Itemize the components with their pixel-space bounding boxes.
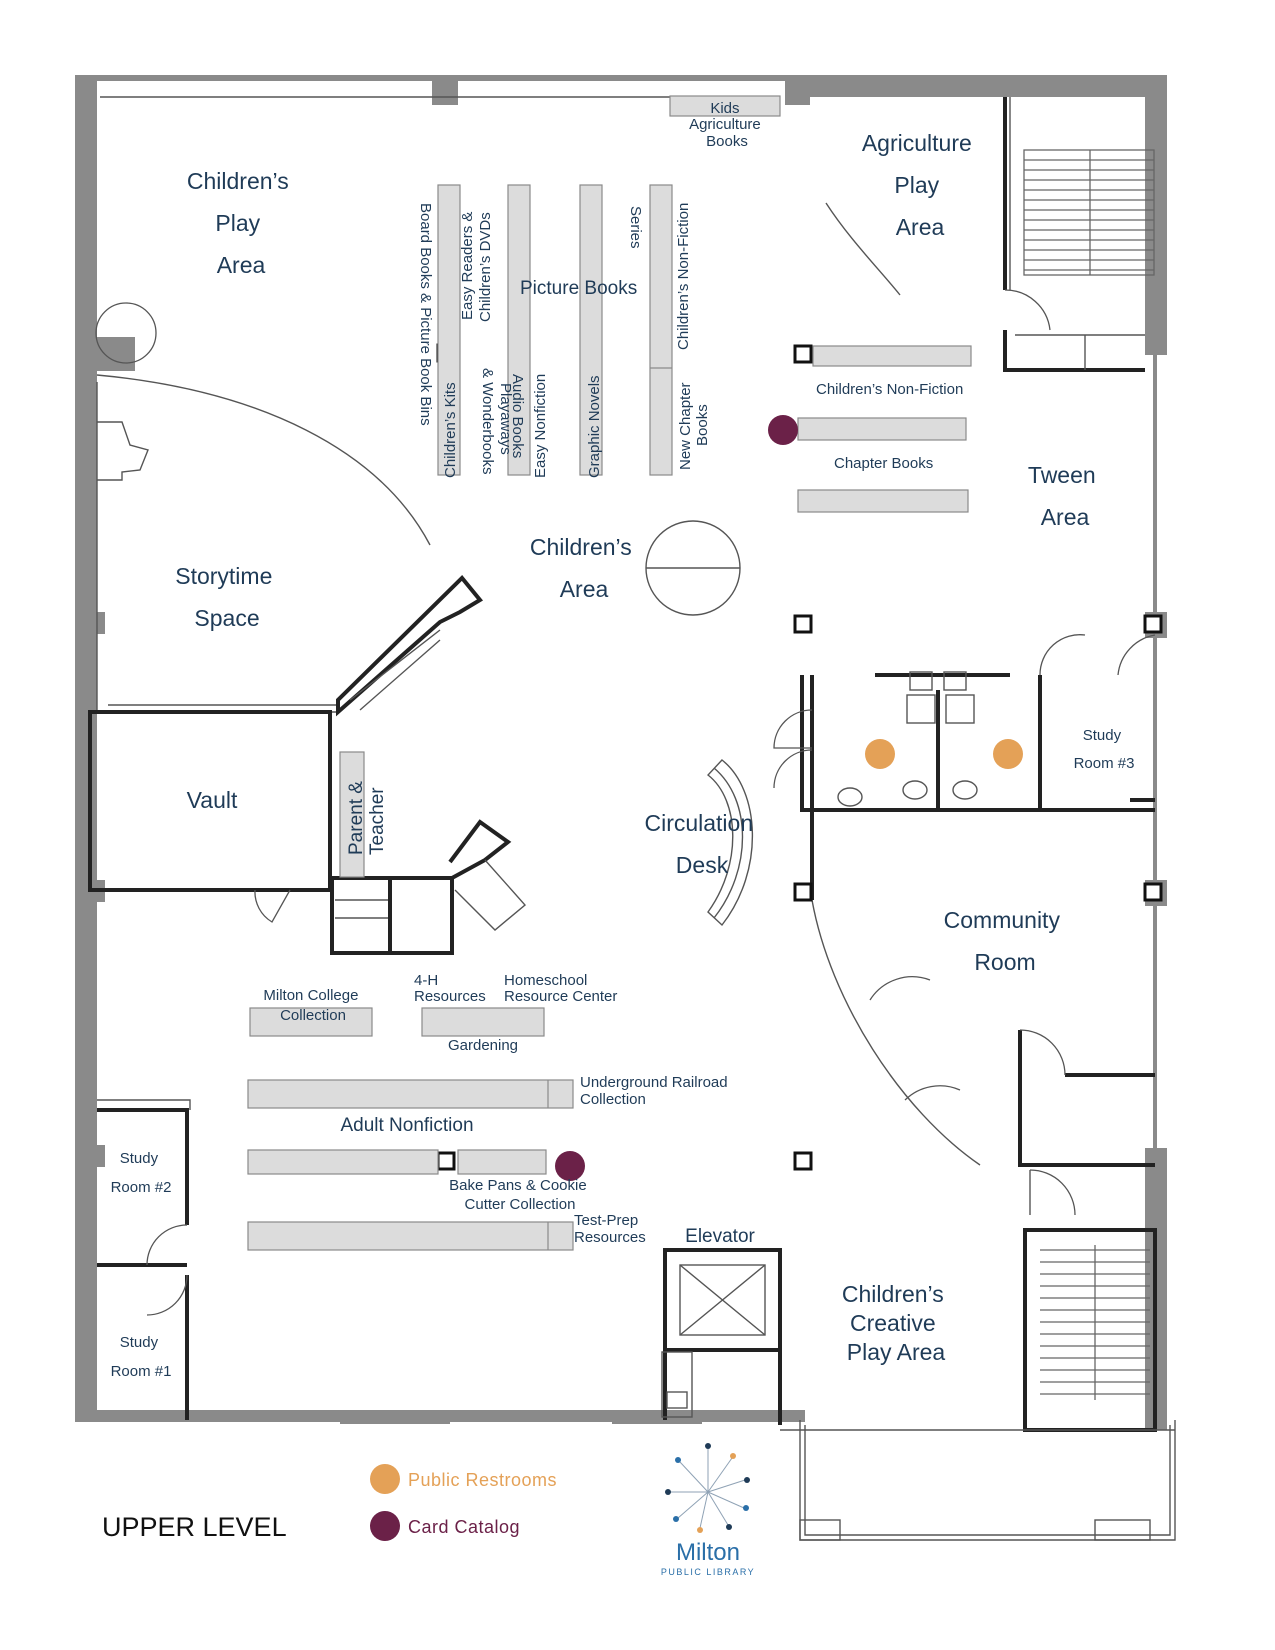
- logo-subtitle: PUBLIC LIBRARY: [661, 1567, 755, 1577]
- room-label-creative-play: Children’s Creative Play Area: [842, 1281, 950, 1365]
- collection-label-parent-teacher-2: Teacher: [367, 787, 388, 855]
- stairwell-bottom: [1023, 1228, 1157, 1432]
- room-label-study-3: Study Room #3: [1074, 727, 1135, 772]
- collection-label-test-prep: Test-Prep Resources: [574, 1212, 646, 1246]
- elevator-shaft: [661, 1248, 782, 1425]
- collection-label-4h: 4-H Resources: [414, 972, 486, 1005]
- room-label-study-1: Study Room #1: [111, 1334, 172, 1380]
- floor-title: UPPER LEVEL: [102, 1512, 287, 1542]
- collection-label-childrens-nf: Children’s Non-Fiction: [816, 381, 963, 398]
- map-legend: Public Restrooms Card Catalog: [370, 1464, 557, 1541]
- stairwell-top: [1023, 149, 1155, 276]
- card-catalog-marker-adult: [555, 1151, 585, 1181]
- room-label-vault: Vault: [187, 787, 238, 813]
- restroom-marker-women: [993, 739, 1023, 769]
- circulation-desk-shape: [706, 759, 754, 927]
- legend-restrooms-label: Public Restrooms: [408, 1470, 557, 1490]
- collection-label-board-books: Board Books & Picture Book Bins: [417, 203, 434, 426]
- card-catalog-marker-childrens: [768, 415, 798, 445]
- room-label-community: Community Room: [944, 907, 1067, 975]
- collection-label-gardening: Gardening: [448, 1037, 518, 1054]
- room-label-storytime: Storytime Space: [175, 563, 279, 631]
- collection-label-easy-nonfiction: Easy Nonfiction: [532, 374, 549, 478]
- collection-label-parent-teacher-1: Parent &: [346, 781, 367, 855]
- restroom-markers: [865, 739, 1023, 769]
- room-label-circulation-desk: Circulation Desk: [644, 810, 759, 878]
- collection-label-easy-readers-1: Easy Readers &: [459, 212, 476, 320]
- collection-label-graphic-novels: Graphic Novels: [586, 375, 603, 478]
- collection-label-underground-railroad: Underground Railroad Collection: [580, 1074, 732, 1108]
- collection-label-playaways-1: & Wonderbooks: [479, 368, 496, 474]
- collection-label-adult-nonfiction: Adult Nonfiction: [340, 1115, 473, 1136]
- collection-label-new-chapter-2: Books: [694, 404, 711, 446]
- collection-label-audio-books: Audio Books: [509, 374, 526, 458]
- round-table: [645, 520, 741, 616]
- exterior-walls: [75, 75, 1167, 1430]
- shelves: [247, 95, 972, 1251]
- collection-label-easy-readers-2: Children’s DVDs: [477, 212, 494, 322]
- collection-label-homeschool: Homeschool Resource Center: [504, 972, 617, 1005]
- catalog-markers: [555, 415, 798, 1181]
- collection-label-new-chapter-1: New Chapter: [677, 382, 694, 470]
- legend-catalog-dot: [370, 1511, 400, 1541]
- collection-label-bake-pans: Bake Pans & Cookie Cutter Collection: [449, 1177, 591, 1213]
- collection-label-picture-books: Picture Books: [520, 278, 637, 299]
- collection-label-milton-college: Milton College Collection: [263, 987, 362, 1024]
- room-label-childrens-play: Children’s Play Area: [187, 168, 295, 278]
- room-label-elevator: Elevator: [685, 1226, 755, 1247]
- room-label-childrens-area: Children’s Area: [530, 534, 638, 602]
- collection-label-childrens-kits: Children’s Kits: [442, 382, 459, 478]
- room-label-tween: Tween Area: [1028, 462, 1102, 530]
- collection-label-childrens-nf-vertical: Children’s Non-Fiction: [675, 203, 692, 350]
- interior-walls: [88, 97, 1176, 1541]
- collection-label-chapter-books: Chapter Books: [834, 455, 933, 472]
- legend-restroom-dot: [370, 1464, 400, 1494]
- room-label-study-2: Study Room #2: [111, 1150, 172, 1196]
- restroom-marker-men: [865, 739, 895, 769]
- collection-label-series: Series: [627, 206, 644, 249]
- legend-catalog-label: Card Catalog: [408, 1517, 520, 1537]
- collection-label-kids-agriculture: Kids Agriculture Books: [689, 100, 765, 150]
- starburst-icon: [665, 1443, 750, 1533]
- library-logo: Milton PUBLIC LIBRARY: [661, 1443, 755, 1577]
- logo-name: Milton: [676, 1539, 740, 1566]
- room-label-agriculture-play: Agriculture Play Area: [862, 130, 978, 240]
- collection-label-playaways-2: Playaways: [497, 383, 514, 455]
